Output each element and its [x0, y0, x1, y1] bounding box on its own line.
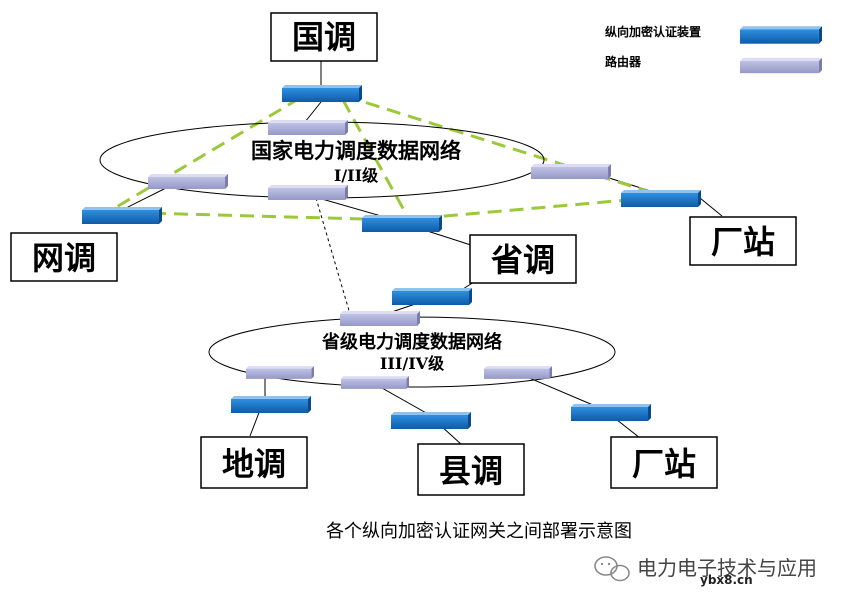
- watermark-account: 电力电子技术与应用: [637, 556, 817, 580]
- node-plant-station-upper: 厂站: [689, 216, 797, 266]
- encryption-device: [362, 215, 442, 232]
- node-county-dispatch: 县调: [417, 443, 525, 496]
- node-label: 网调: [32, 239, 96, 277]
- legend-encryption-swatch: [740, 26, 822, 44]
- router: [531, 164, 611, 179]
- node-label: 省调: [491, 241, 555, 279]
- router: [484, 366, 552, 379]
- node-label: 厂站: [632, 445, 696, 483]
- node-provincial-dispatch: 省调: [469, 234, 577, 284]
- legend-encryption-label: 纵向加密认证装置: [605, 24, 701, 39]
- provincial-network-title: 省级电力调度数据网络: [321, 331, 502, 353]
- node-network-dispatch: 网调: [10, 232, 118, 282]
- encryption-device: [391, 412, 471, 429]
- encryption-device: [282, 85, 362, 102]
- router: [148, 174, 228, 189]
- router: [341, 376, 409, 389]
- provincial-network-level: III/IV级: [380, 354, 445, 373]
- router: [246, 366, 314, 379]
- national-network-level: I/II级: [334, 166, 379, 185]
- node-prefecture-dispatch: 地调: [200, 436, 308, 489]
- router: [340, 311, 420, 326]
- encryption-device: [392, 288, 472, 305]
- node-national-dispatch: 国调: [270, 12, 378, 62]
- national-network-title: 国家电力调度数据网络: [251, 138, 461, 163]
- encryption-device: [621, 190, 701, 207]
- router: [268, 120, 348, 135]
- node-label: 县调: [439, 452, 503, 490]
- node-label: 国调: [292, 18, 356, 56]
- encryption-device: [571, 404, 651, 421]
- legend-router-swatch: [740, 57, 822, 74]
- encryption-device: [82, 207, 162, 224]
- dotted-link: [315, 197, 351, 315]
- legend-router-label: 路由器: [605, 54, 642, 69]
- wechat-icon: [594, 556, 630, 582]
- node-plant-station-lower: 厂站: [610, 436, 718, 489]
- legend: 纵向加密认证装置 路由器: [605, 24, 822, 74]
- router: [268, 185, 348, 200]
- node-label: 厂站: [711, 223, 775, 261]
- watermark: 电力电子技术与应用 ybx8.cn: [594, 556, 817, 587]
- diagram-caption: 各个纵向加密认证网关之间部署示意图: [326, 521, 632, 542]
- watermark-site: ybx8.cn: [700, 573, 753, 587]
- encryption-device: [231, 396, 311, 413]
- node-label: 地调: [222, 445, 286, 483]
